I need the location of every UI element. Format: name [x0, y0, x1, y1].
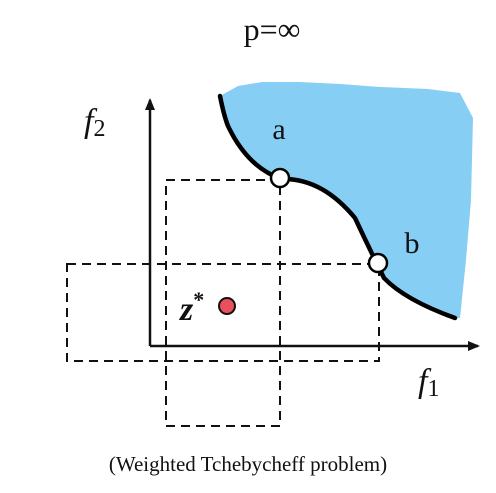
- pareto-front: [217, 93, 458, 321]
- ideal-point-base: z: [179, 291, 194, 328]
- ideal-point-label: z*: [179, 287, 204, 328]
- pareto-point-b: [367, 252, 389, 274]
- pareto-point-a: [269, 167, 291, 189]
- caption: (Weighted Tchebycheff problem): [109, 452, 387, 476]
- dashed-box-horizontal: [66, 263, 380, 362]
- ideal-point-marker: [218, 297, 236, 315]
- x-axis-label: f1: [418, 363, 439, 402]
- point-label-b: b: [405, 227, 420, 260]
- x-axis-label-subscript: 1: [427, 376, 439, 402]
- diagram-title: p=∞: [244, 11, 301, 47]
- feasible-region: [220, 82, 473, 318]
- y-axis-label: f2: [84, 103, 105, 142]
- ideal-point-superscript: *: [193, 287, 204, 312]
- point-label-a: a: [272, 113, 285, 146]
- y-axis-label-subscript: 2: [93, 116, 105, 142]
